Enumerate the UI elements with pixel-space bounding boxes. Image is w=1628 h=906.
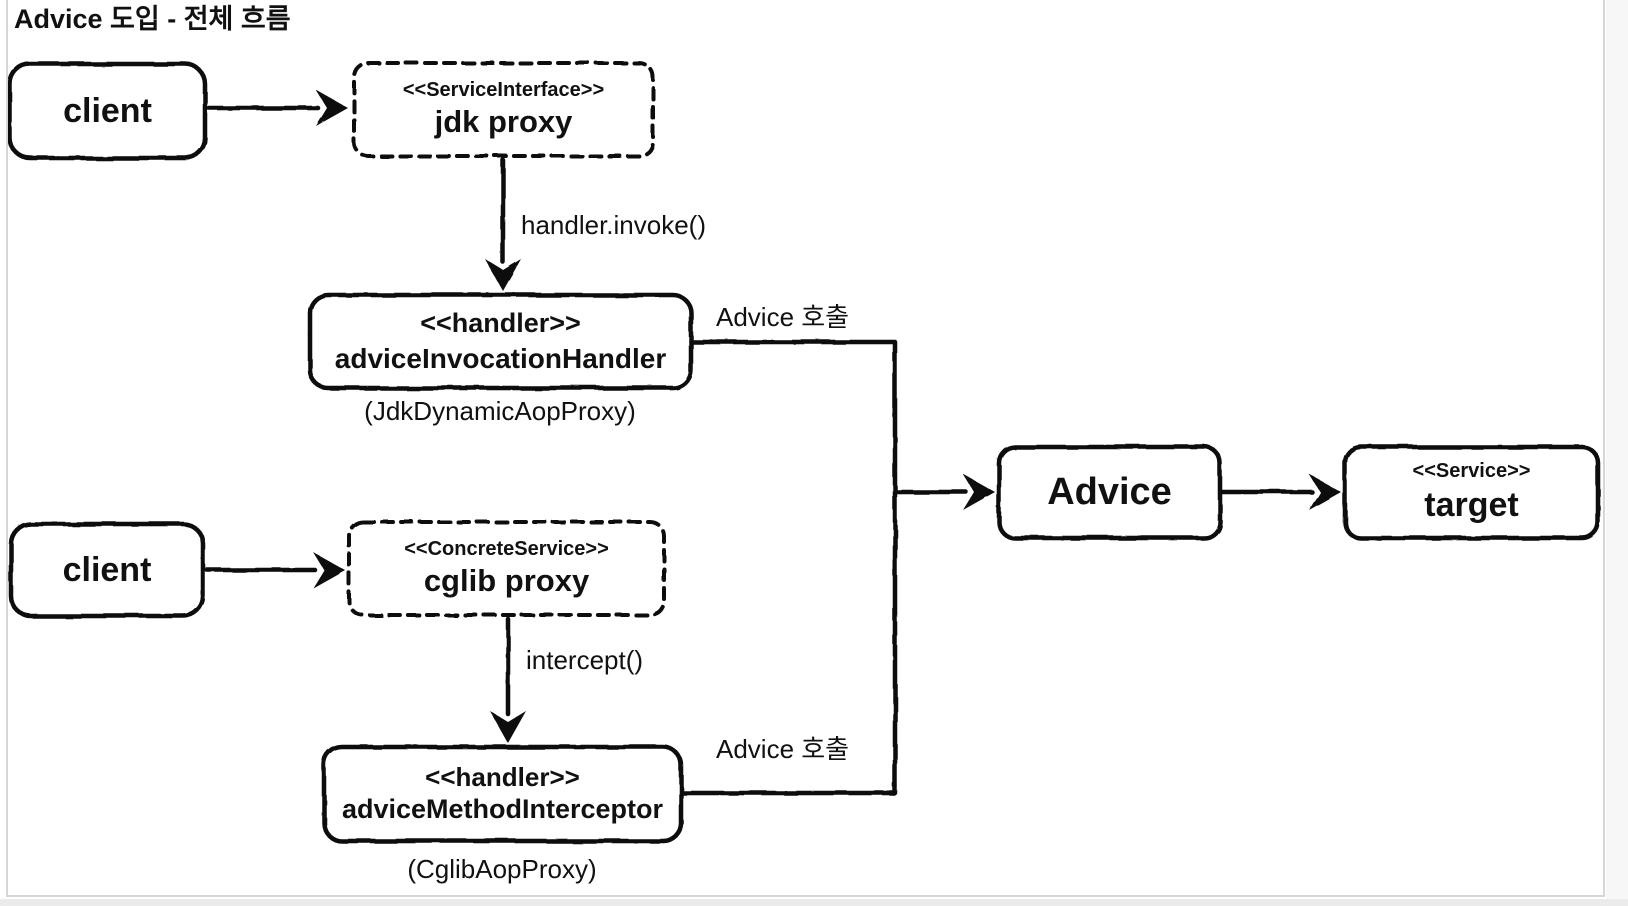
node-target-border [1342,444,1601,541]
node-client-bottom-border [8,521,206,619]
node-cglib-proxy-border [347,520,666,617]
page-margin-bottom [0,899,1628,906]
page-title: Advice 도입 - 전체 흐름 [14,4,291,34]
page-margin-right [1606,0,1628,899]
page-border-bottom [6,895,1605,897]
edge-handlers-merge-bus [680,339,898,796]
arrowhead-to-advice [963,474,995,510]
page-border-left [6,0,8,897]
node-advice-border [996,444,1223,541]
arrowhead-to-invocation-handler [485,259,521,291]
node-advice-method-interceptor-border [321,744,684,844]
arrowhead-to-method-interceptor [490,711,526,743]
arrowhead-to-jdk-proxy [316,90,348,126]
arrowhead-to-cglib-proxy [313,552,345,588]
page-border-right [1603,0,1605,897]
arrowhead-to-target [1309,474,1341,510]
node-jdk-proxy-border [352,61,655,158]
node-client-top-border [7,61,208,161]
node-advice-invocation-handler-border [307,292,694,391]
